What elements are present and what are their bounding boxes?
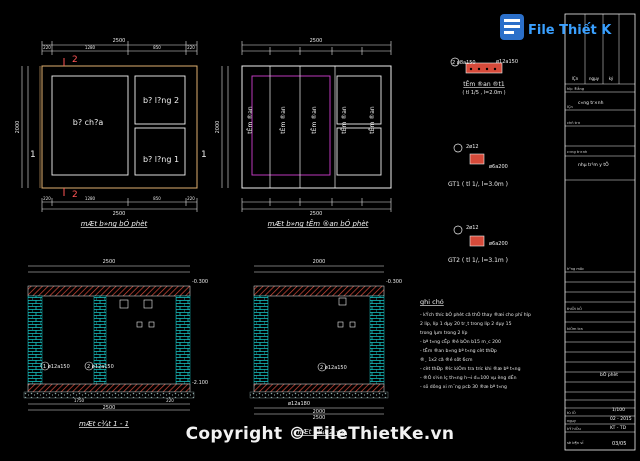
plan-a-axis-top: 2 bbox=[72, 55, 78, 65]
plan-a-dim-top-p2: 1280 bbox=[85, 45, 96, 50]
sec-b-callout: 2 ø12a150 bbox=[320, 365, 347, 371]
tb-sheet: 03/05 bbox=[612, 441, 626, 447]
copyright-watermark: Copyright © FileThietKe.vn bbox=[185, 424, 455, 444]
sec-a-level-bottom: -2.100 bbox=[192, 380, 208, 386]
title-block-label: tû lÖ bbox=[567, 410, 576, 415]
plan-a-axis-left: 1 bbox=[30, 150, 36, 160]
title-block: lÇn ngµy ký c«ng tr×nh nhµ tr¹m y tÕ bÓ … bbox=[564, 13, 636, 451]
plan-a-dim-bottom-p3: 850 bbox=[153, 196, 161, 201]
plan-a-dim-top-p4: 220 bbox=[187, 45, 195, 50]
plan-b-slab-2: tÊm ®an bbox=[279, 106, 287, 134]
tb-rev-col-3: ký bbox=[609, 76, 614, 81]
title-block-label: thiÕt kÕ bbox=[567, 306, 582, 311]
section-1-1: 2500 -0.300 1 ø12a150 2 ø12a150 -2.100 1… bbox=[23, 259, 208, 428]
sec-b-dim-bottom: 2000 bbox=[313, 409, 326, 415]
title-block-label: h¹ng môc bbox=[567, 267, 584, 271]
sec-b-dim-bottom-2: 2500 bbox=[313, 415, 326, 421]
beam2-bar-top: 2ø12 bbox=[466, 225, 479, 231]
sec-b-level-top: -0.300 bbox=[386, 279, 402, 285]
plan-b-dim-bottom: 2500 bbox=[310, 211, 323, 217]
rebar-details: 2 ø8a150 ø12a150 tÊm ®an ®t1 ( tl 1/5 , … bbox=[448, 57, 518, 264]
sec-a-title: mÆt c¾t 1 - 1 bbox=[79, 420, 129, 428]
plan-a-room-top: b? l?ng 2 bbox=[143, 96, 179, 105]
sec-a-dim-bottom-2: 220 bbox=[166, 398, 174, 403]
notes-block: ghi chó - kÝch th­íc bÓ phèt cã thÓ thay… bbox=[420, 298, 531, 390]
plan-b-title: mÆt b»ng tÊm ®an bÓ phèt bbox=[268, 219, 369, 228]
plan-a-title: mÆt b»ng bÓ phèt bbox=[81, 219, 148, 228]
tb-code: KT - TD bbox=[610, 425, 627, 431]
sec-b-rebar-note: ø12a180 bbox=[288, 401, 310, 407]
plan-b-slab-1: tÊm ®an bbox=[246, 106, 254, 134]
plan-a-dim-left: 2000 bbox=[15, 121, 21, 134]
beam1-title: GT1 ( tl 1/, l=3.0m ) bbox=[448, 181, 508, 188]
tb-rev-col-1: lÇn bbox=[572, 76, 579, 81]
plan-b-slab-4: tÊm ®an bbox=[340, 106, 348, 134]
title-block-label: kiÓm tra bbox=[567, 326, 583, 331]
plan-a-dim-bottom-p4: 220 bbox=[187, 196, 195, 201]
plan-b-dim-left: 2000 bbox=[215, 121, 221, 134]
tb-scale: 1/100 bbox=[612, 407, 625, 413]
notes-title: ghi chó bbox=[420, 298, 444, 306]
title-block-label: lÇn bbox=[567, 105, 573, 109]
plan-a-dim-bottom-p2: 1280 bbox=[85, 196, 96, 201]
title-block-label: ngµy bbox=[567, 419, 577, 423]
sec-a-dim-top: 2500 bbox=[103, 259, 116, 265]
sec-a-callout-1: 1 ø12a150 bbox=[43, 364, 70, 370]
sec-a-level-top: -0.300 bbox=[192, 279, 208, 285]
plan-cover-slab: 2500 tÊm ®an tÊm ®an tÊm ®an tÊm ®an tÊm… bbox=[215, 38, 392, 228]
plan-a-room-large: b? ch?a bbox=[73, 118, 104, 127]
plan-a-dim-bottom: 2500 bbox=[113, 211, 126, 217]
plan-a-room-bottom: b? l?ng 1 bbox=[143, 155, 179, 164]
title-block-label: chñ tr× bbox=[567, 121, 581, 125]
tb-item2: bÓ phèt bbox=[600, 371, 618, 378]
tb-project: c«ng tr×nh bbox=[578, 100, 604, 106]
note-line: - tÊm ®an b»ng bª t«ng cèt thÐp bbox=[420, 346, 497, 354]
slab-callout-2: ø12a150 bbox=[496, 59, 518, 65]
plan-a-dim-top-p3: 850 bbox=[153, 45, 161, 50]
title-block-label: sè b¶n vÏ bbox=[567, 440, 584, 445]
site-logo: File Thiết Kế.vn bbox=[500, 10, 640, 44]
plan-a-axis-right: 1 bbox=[201, 150, 207, 160]
plan-b-slab-3: tÊm ®an bbox=[310, 106, 318, 134]
note-line: ®¸ 1x2 cã ®é sôt 6cm bbox=[420, 356, 473, 363]
tb-rev-col-2: ngµy bbox=[589, 76, 600, 81]
note-line: - bª t«ng cÊp ®é bÒn b15 m¸c 200 bbox=[420, 337, 501, 345]
plan-b-dim-top: 2500 bbox=[310, 38, 323, 44]
note-line: - kÝch th­íc bÓ phèt cã thÓ thay ®æi cho… bbox=[420, 311, 531, 318]
sec-b-title: mÆt c¾t 2 - 2 bbox=[295, 428, 346, 436]
tb-date: 02 - 2015 bbox=[610, 416, 632, 422]
beam1-bar-side: ø6a200 bbox=[489, 164, 508, 170]
title-block-label: hîp ®ång bbox=[567, 86, 584, 91]
slab-detail-scale: ( tl 1/5 , l=2.0m ) bbox=[462, 90, 505, 96]
beam2-bar-side: ø6a200 bbox=[489, 241, 508, 247]
sec-a-callout-2: 2 ø12a150 bbox=[87, 364, 114, 370]
note-line: 2 líp, líp 1 dµy 20 tr¸t trong líp 2 dµy… bbox=[420, 320, 512, 327]
plan-a-dim-top: 2500 bbox=[113, 38, 126, 44]
logo-text: File Thiết Kế.vn bbox=[528, 23, 612, 38]
plan-a-dim-bottom-p1: 220 bbox=[43, 196, 51, 201]
sec-b-dim-top: 2000 bbox=[313, 259, 326, 265]
note-line: trong lµm trong 2 líp bbox=[420, 329, 467, 336]
plan-b-slab-5: tÊm ®an bbox=[368, 106, 376, 134]
sec-a-dim-bottom: 2500 bbox=[103, 405, 116, 411]
section-2-2: 2000 -0.300 2 ø12a150 ø12a180 2000 2500 … bbox=[249, 259, 402, 436]
title-block-label: c«ng tr×nh bbox=[567, 150, 587, 154]
slab-detail-title: tÊm ®an ®t1 bbox=[463, 80, 505, 88]
note-line: - sö dông xi m¨ng pcb 30 ®æ bª t«ng bbox=[420, 383, 507, 390]
slab-callout-1: 2 ø8a150 bbox=[452, 60, 476, 66]
note-line: - cèt thÐp ®­îc kiÓm tra tr­íc khi ®æ bª… bbox=[420, 365, 521, 372]
plan-bath-tank: 2500 220 1280 850 220 b? ch?a b? l?ng 2 … bbox=[15, 38, 207, 228]
note-line: - ®Ó s½n lç th«ng h¬i d=100 vµ èng dÉn bbox=[420, 373, 517, 381]
title-block-label: kÝ hiÖu bbox=[567, 426, 581, 431]
sec-a-dim-bottom-1: 1750 bbox=[74, 398, 85, 403]
plan-a-axis-bottom: 2 bbox=[72, 190, 78, 200]
beam1-bar-top: 2ø12 bbox=[466, 144, 479, 150]
tb-item-name: nhµ tr¹m y tÕ bbox=[578, 161, 609, 168]
plan-a-dim-top-p1: 220 bbox=[43, 45, 51, 50]
beam2-title: GT2 ( tl 1/, l=3.1m ) bbox=[448, 257, 508, 264]
